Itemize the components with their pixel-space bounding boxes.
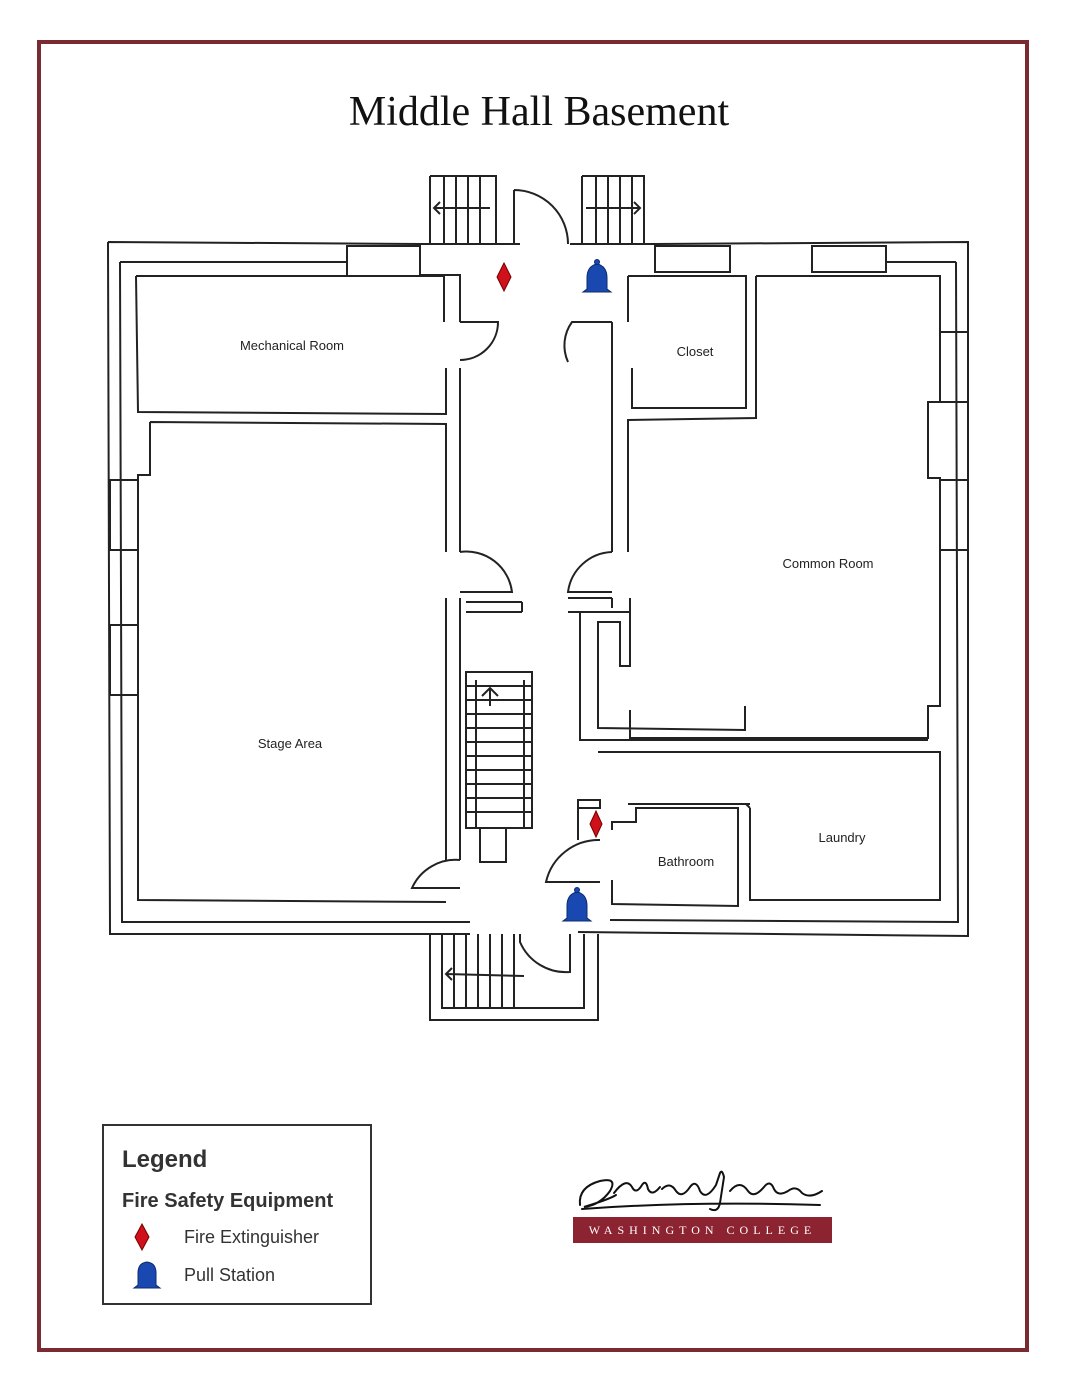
window <box>654 245 731 273</box>
legend-label-fire-extinguisher: Fire Extinguisher <box>184 1226 320 1247</box>
closet-wall <box>627 275 757 552</box>
common-room-wall <box>568 275 941 741</box>
entrance-steps <box>443 176 633 244</box>
window <box>109 479 139 551</box>
legend-title: Legend <box>122 1146 208 1173</box>
room-label-closet: Closet <box>677 344 714 359</box>
stair-treads <box>466 680 532 828</box>
bathroom-wall <box>577 751 941 908</box>
legend-label-pull-station: Pull Station <box>184 1264 276 1285</box>
stage-area-wall <box>137 421 447 903</box>
washington-college-logo: WASHINGTON COLLEGE <box>570 1165 832 1247</box>
pull-station-icon <box>132 1261 162 1289</box>
window <box>346 245 421 277</box>
exit-arrow <box>432 201 490 215</box>
door-swing <box>544 838 601 883</box>
college-name-banner: WASHINGTON COLLEGE <box>573 1217 832 1243</box>
room-label-laundry: Laundry <box>819 830 866 845</box>
page-title: Middle Hall Basement <box>348 89 730 135</box>
signature-graphic <box>578 1170 823 1212</box>
door-swing <box>459 550 514 593</box>
stairs <box>465 671 533 829</box>
room-label-stage: Stage Area <box>258 736 323 751</box>
legend-subtitle: Fire Safety Equipment <box>122 1190 334 1212</box>
laundry-wall <box>628 803 751 809</box>
legend-item-fire-extinguisher: Fire Extinguisher <box>132 1222 319 1252</box>
pull-station-icon <box>561 887 593 922</box>
exit-arrow <box>586 201 642 215</box>
door-swing <box>410 858 461 889</box>
fire-extinguisher-icon <box>134 1223 150 1251</box>
window <box>939 331 969 403</box>
stair-arrow <box>481 686 499 706</box>
entrance-steps <box>453 934 515 1008</box>
inner-wall <box>119 261 960 924</box>
stair-wall <box>466 601 581 740</box>
fire-extinguisher-icon <box>589 809 603 839</box>
legend-box: Legend Fire Safety Equipment Fire Exting… <box>102 1124 372 1305</box>
window <box>939 479 969 551</box>
fire-extinguisher-icon <box>496 261 512 293</box>
mechanical-room-wall <box>135 275 447 416</box>
corridor-wall <box>459 322 613 860</box>
page-border <box>37 40 1029 1352</box>
exit-arrow <box>444 967 525 981</box>
window <box>811 245 887 273</box>
pull-station-icon <box>581 259 613 293</box>
room-label-bathroom: Bathroom <box>658 854 714 869</box>
entrance-top <box>429 175 645 245</box>
door-swing <box>459 321 500 361</box>
door-swing <box>566 551 613 593</box>
legend-item-pull-station: Pull Station <box>132 1260 275 1290</box>
room-label-mechanical: Mechanical Room <box>240 338 344 353</box>
stair-closet <box>479 828 507 863</box>
door-swing <box>563 321 612 363</box>
window <box>109 624 139 696</box>
room-label-common: Common Room <box>782 556 873 571</box>
